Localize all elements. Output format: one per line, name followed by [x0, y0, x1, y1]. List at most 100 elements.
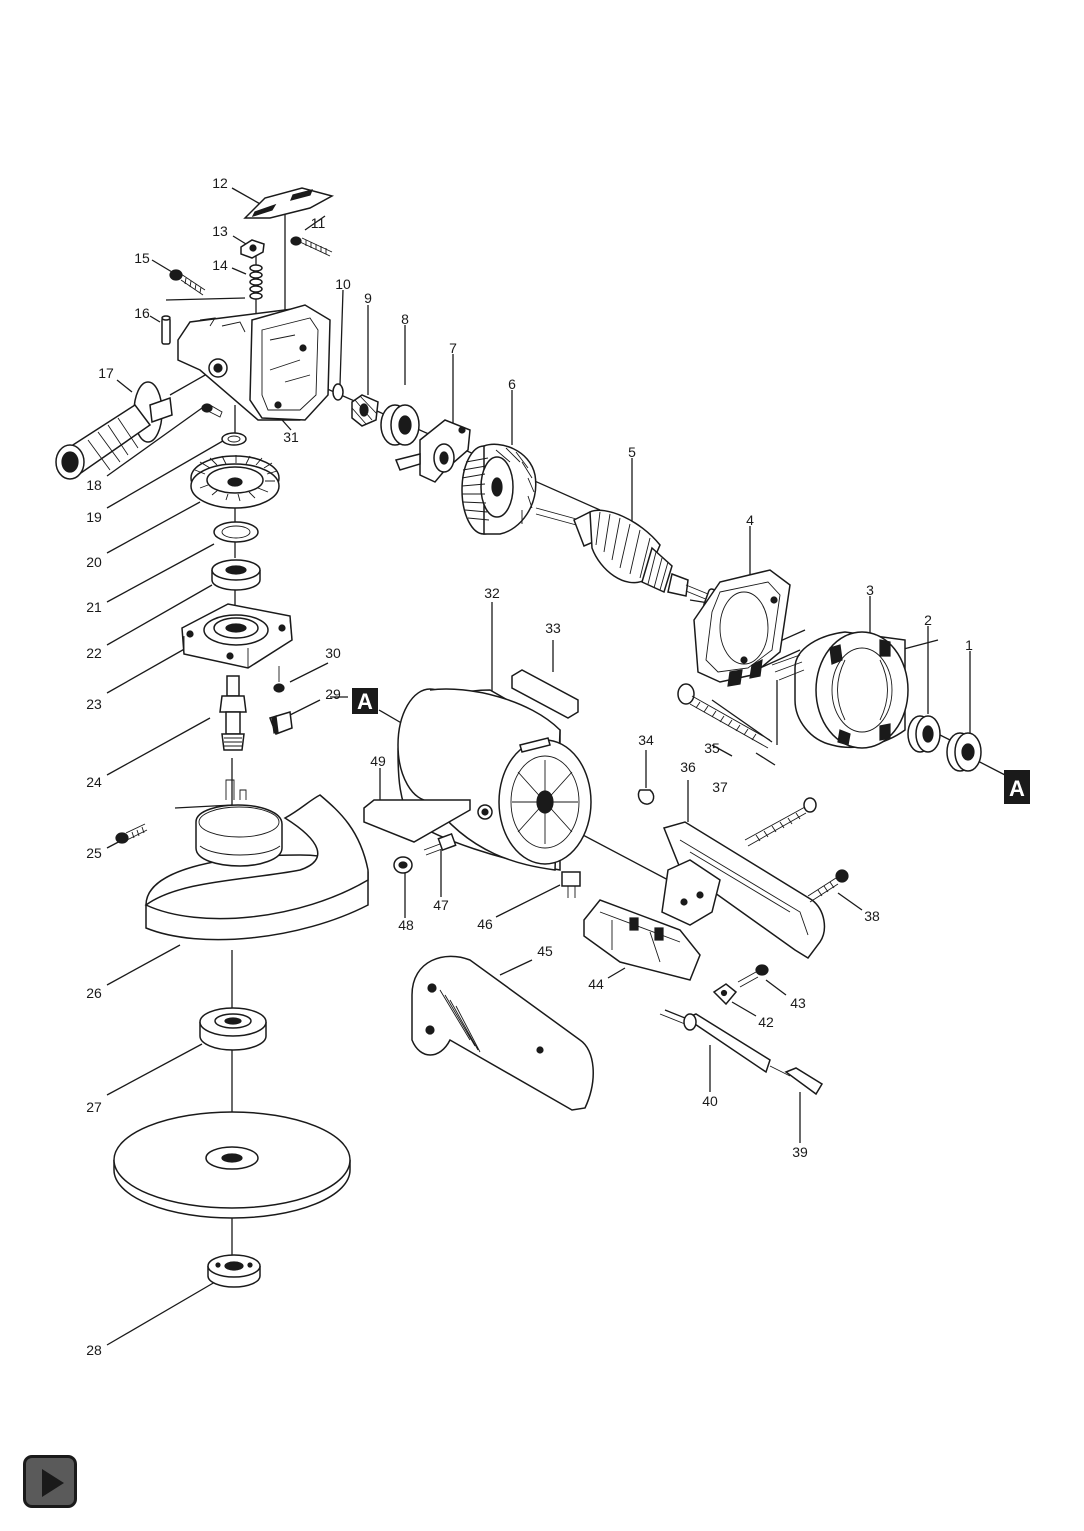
part-29-key	[269, 711, 293, 735]
part-25-bolt	[115, 823, 148, 844]
part-number-label: 24	[86, 774, 102, 790]
part-2-ball-bearing	[907, 715, 941, 753]
play-icon	[42, 1469, 64, 1497]
part-40-cord-guard	[659, 1013, 791, 1077]
part-number-label: 28	[86, 1342, 102, 1358]
part-number-label: 8	[401, 311, 409, 327]
part-number-label: 13	[212, 223, 228, 239]
part-18-bolt	[201, 403, 223, 418]
part-number-label: 21	[86, 599, 102, 615]
part-number-label: 11	[311, 215, 326, 231]
part-16-pin	[161, 315, 171, 345]
marker-a-right-label: A	[1009, 776, 1025, 801]
part-number-label: 34	[638, 732, 654, 748]
marker-a-left-label: A	[357, 689, 373, 714]
part-26-wheel-guard	[144, 779, 369, 941]
part-number-label: 25	[86, 845, 102, 861]
part-19-ring	[221, 432, 247, 446]
part-43-screw	[737, 964, 769, 988]
part-number-label: 12	[212, 175, 228, 191]
part-39-power-cord	[784, 1067, 824, 1096]
part-drawings	[55, 187, 982, 1288]
part-48-brush-holder-cap	[393, 856, 413, 874]
part-34-strain-relief	[637, 789, 655, 805]
part-11-screw	[290, 236, 333, 257]
part-number-label: 32	[484, 585, 500, 601]
part-42-strain-relief-plate	[712, 983, 738, 1006]
part-24-spindle	[219, 675, 247, 751]
part-number-label: 36	[680, 759, 696, 775]
part-35-screw	[677, 683, 771, 749]
part-number-label: 42	[758, 1014, 774, 1030]
part-number-label: 45	[537, 943, 553, 959]
marker-a-right: A	[1004, 770, 1030, 804]
part-number-label: 39	[792, 1144, 808, 1160]
part-number-label: 23	[86, 696, 102, 712]
part-13-lock-nut	[240, 239, 265, 259]
part-3-field-stator	[771, 631, 909, 749]
part-number-label: 47	[433, 897, 449, 913]
part-5-armature	[535, 507, 723, 612]
part-37-screw	[744, 797, 817, 847]
part-number-label: 40	[702, 1093, 718, 1109]
part-20-bevel-gear	[190, 455, 280, 509]
part-number-label: 37	[712, 779, 728, 795]
part-number-label: 49	[370, 753, 386, 769]
part-number-label: 31	[283, 429, 299, 445]
part-number-label: 26	[86, 985, 102, 1001]
part-32-motor-housing	[397, 688, 592, 871]
part-4-brush-holder-plate	[693, 569, 791, 687]
part-33-label	[511, 669, 579, 719]
part-number-label: 1	[965, 637, 973, 653]
part-number-label: 3	[866, 582, 874, 598]
part-number-label: 6	[508, 376, 516, 392]
part-46-noise-suppressor	[561, 871, 581, 898]
part-30-screw	[273, 666, 285, 693]
part-49-name-plate	[363, 799, 471, 843]
part-38-screw	[807, 869, 849, 903]
part-1-ball-bearing	[946, 732, 982, 772]
part-7-bearing-retainer	[394, 419, 471, 483]
part-number-label: 38	[864, 908, 880, 924]
part-31-gear-housing	[177, 304, 331, 421]
part-17-side-handle	[55, 381, 173, 480]
part-9-spiral-pinion	[351, 394, 379, 427]
part-45-handle-cover	[411, 955, 594, 1111]
part-number-label: 48	[398, 917, 414, 933]
part-number-label: 9	[364, 290, 372, 306]
part-27-inner-flange	[199, 1007, 267, 1051]
part-number-label: 44	[588, 976, 604, 992]
part-number-label: 7	[449, 340, 457, 356]
part-8-ball-bearing	[380, 404, 420, 446]
part-number-label: 35	[704, 740, 720, 756]
part-number-label: 20	[86, 554, 102, 570]
part-10-retaining-ring	[332, 383, 344, 401]
part-44-switch	[583, 899, 701, 981]
part-number-label: 27	[86, 1099, 102, 1115]
part-number-label: 15	[134, 250, 150, 266]
marker-a-left: A	[352, 688, 378, 714]
part-number-label: 18	[86, 477, 102, 493]
part-number-label: 30	[325, 645, 341, 661]
part-21-retaining-ring	[213, 521, 259, 543]
part-number-label: 2	[924, 612, 932, 628]
part-6-fan	[461, 443, 537, 535]
part-number-labels: 1234567891011121314151617181920212223242…	[86, 175, 973, 1358]
part-number-label: 46	[477, 916, 493, 932]
part-number-label: 4	[746, 512, 754, 528]
part-number-label: 29	[325, 686, 341, 702]
part-number-label: 19	[86, 509, 102, 525]
part-number-label: 33	[545, 620, 561, 636]
part-15-bolt	[169, 269, 206, 296]
play-button[interactable]	[23, 1455, 77, 1508]
part-number-label: 10	[335, 276, 351, 292]
part-47-carbon-brush	[423, 833, 457, 856]
part-14-spring	[249, 264, 263, 300]
part-number-label: 14	[212, 257, 228, 273]
part-28-lock-nut	[207, 1254, 261, 1288]
part-22-ball-bearing	[211, 559, 261, 591]
part-12-top-cover	[243, 187, 335, 219]
part-number-label: 5	[628, 444, 636, 460]
